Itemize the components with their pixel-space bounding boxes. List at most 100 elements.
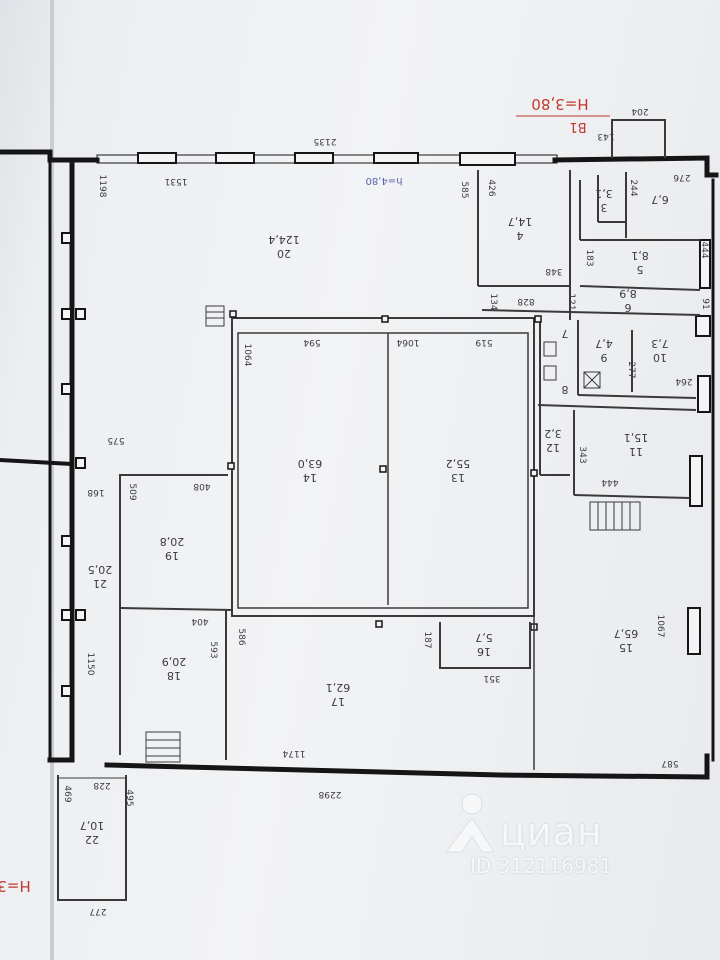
dim-label: 426 xyxy=(486,179,496,196)
left-rooms xyxy=(119,474,233,760)
dim-label: 343 xyxy=(577,446,587,463)
interior-walls xyxy=(477,170,701,499)
room-unnumbered-area: 6,7 xyxy=(651,193,669,206)
left-columns xyxy=(61,232,86,697)
top-windows xyxy=(96,152,558,166)
room-10-area: 7,3 xyxy=(651,337,669,350)
dim-label: 134 xyxy=(488,293,498,310)
room-19-number: 19 xyxy=(165,549,179,562)
dim-label: 277 xyxy=(626,361,636,378)
room-21-number: 21 xyxy=(93,577,107,590)
dim-label: 408 xyxy=(193,481,210,491)
room-21-area: 20,5 xyxy=(88,563,113,576)
room-3-number: 3 xyxy=(601,201,608,214)
cian-logo-icon xyxy=(445,793,495,853)
paper-fold xyxy=(50,0,54,960)
dim-label: 593 xyxy=(208,641,218,658)
service-boxes xyxy=(543,341,601,389)
dim-label: 1067 xyxy=(655,615,665,638)
ceiling-height-hall: h=4,80 xyxy=(366,175,403,186)
dim-label: 828 xyxy=(517,296,534,306)
dim-label: 244 xyxy=(628,179,638,196)
room-20-number: 20 xyxy=(277,247,291,260)
dim-label: 348 xyxy=(545,266,562,276)
dim-label: 143 xyxy=(597,131,614,141)
dim-label: 444 xyxy=(699,241,709,258)
room-18-area: 20,9 xyxy=(162,655,187,668)
room-17-area: 62,1 xyxy=(326,681,351,694)
room-22-area: 10,7 xyxy=(80,819,105,832)
dim-label: 587 xyxy=(661,758,678,768)
room-5-area: 8,1 xyxy=(631,249,649,262)
dim-label: 351 xyxy=(483,673,500,683)
outer-walls xyxy=(0,149,719,780)
dim-label: 2135 xyxy=(314,136,337,146)
dim-label: 228 xyxy=(93,780,110,790)
room-17-number: 17 xyxy=(331,695,345,708)
dim-label: 168 xyxy=(87,487,104,497)
dimension-labels: 204 143 2135 1198 1531 585 426 244 276 3… xyxy=(62,106,710,916)
dim-label: 404 xyxy=(191,616,208,626)
room-15-number: 15 xyxy=(619,641,633,654)
room-22-number: 22 xyxy=(85,833,99,846)
section-mark: В1 xyxy=(569,119,586,134)
room-15-area: 65,7 xyxy=(614,627,639,640)
dim-label: 264 xyxy=(675,376,692,386)
room-16-area: 5,7 xyxy=(475,631,493,644)
dim-label: 444 xyxy=(601,477,618,487)
dim-label: 1174 xyxy=(282,748,305,758)
room-labels: 33,1 6,7 414,7 58,1 68,9 7 8 94,7 107,3 … xyxy=(80,187,669,846)
room-9-number: 9 xyxy=(601,351,608,364)
dim-label: 586 xyxy=(236,628,246,645)
room-20-area: 124,4 xyxy=(268,233,300,246)
room-19-area: 20,8 xyxy=(160,535,185,548)
dim-label: 183 xyxy=(584,249,594,266)
dim-label: 276 xyxy=(673,172,690,182)
ceiling-height-top: H=3,80 xyxy=(531,95,588,113)
annex-room-22 xyxy=(57,775,127,901)
dim-label: 509 xyxy=(127,483,137,500)
dim-label: 121 xyxy=(566,293,576,310)
room-11-number: 11 xyxy=(629,445,643,458)
dim-label: 585 xyxy=(459,181,469,198)
listing-id-text: ID 312116981 xyxy=(470,854,613,878)
dim-label: 495 xyxy=(124,789,134,806)
room-14-area: 63,0 xyxy=(298,457,323,470)
room-4-area: 14,7 xyxy=(508,215,533,228)
cian-watermark: циан ID 312116981 xyxy=(438,790,668,890)
room-12-area: 3,2 xyxy=(544,427,562,440)
dim-label: 1064 xyxy=(396,337,419,347)
room-18-number: 18 xyxy=(167,669,181,682)
dim-label: 187 xyxy=(422,631,432,648)
cian-brand-text: циан xyxy=(500,810,603,854)
dim-label: 1150 xyxy=(85,653,95,676)
room-10-number: 10 xyxy=(653,351,667,364)
room-8-number: 8 xyxy=(562,383,569,396)
dim-label: 594 xyxy=(303,337,320,347)
room-6-area: 8,9 xyxy=(619,287,637,300)
right-columns xyxy=(687,239,711,655)
dim-label: 2298 xyxy=(318,789,341,799)
dim-label: 1198 xyxy=(97,175,107,198)
room-4-number: 4 xyxy=(517,229,524,242)
dim-label: 204 xyxy=(631,106,648,116)
room-14-number: 14 xyxy=(303,471,317,484)
room-7-number: 7 xyxy=(562,327,569,340)
lower-rooms xyxy=(439,480,535,770)
dim-label: 519 xyxy=(475,337,492,347)
dim-label: 1531 xyxy=(165,176,188,186)
dim-label: 91 xyxy=(700,298,710,309)
room-6-number: 6 xyxy=(625,301,632,314)
room-16-number: 16 xyxy=(477,645,491,658)
dim-label: 277 xyxy=(89,906,106,916)
room-3-area: 3,1 xyxy=(595,187,613,200)
room-9-area: 4,7 xyxy=(595,337,613,350)
ceiling-height-left: H=3 xyxy=(0,877,31,895)
dim-label: 575 xyxy=(107,435,124,445)
dim-label: 469 xyxy=(62,785,72,802)
hall-columns xyxy=(227,310,542,631)
room-13-number: 13 xyxy=(451,471,465,484)
room-5-number: 5 xyxy=(637,263,644,276)
